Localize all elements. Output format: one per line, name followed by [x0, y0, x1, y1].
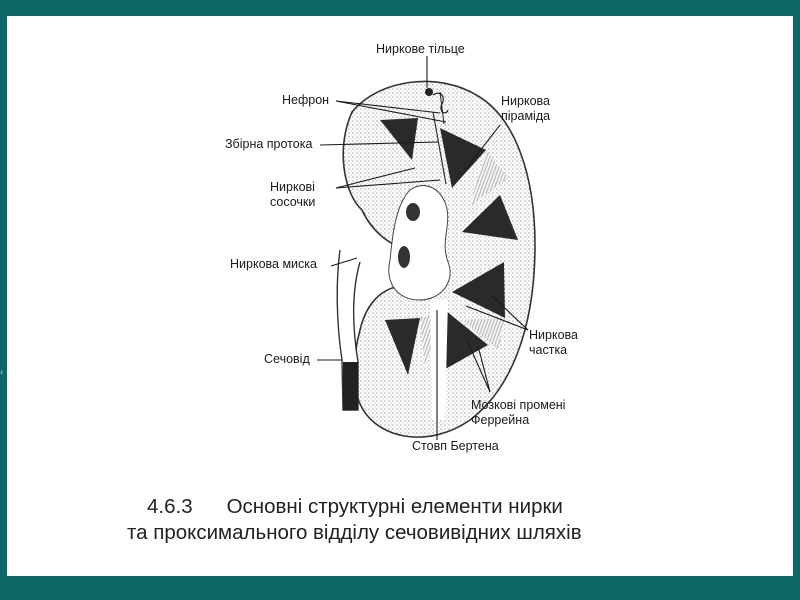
leader-lines: [317, 56, 529, 440]
caption-text-line1: Основні структурні елементи нирки: [226, 495, 563, 518]
renal-pyramids: [380, 118, 518, 375]
label-text: сосочки: [270, 195, 316, 209]
figure-number: 4.6.3: [147, 495, 193, 518]
kidney-diagram: [317, 56, 536, 440]
label-renal-corpuscle: Ниркове тільце: [376, 42, 465, 57]
label-ureter: Сечовід: [264, 352, 310, 367]
column-of-bertin: [430, 300, 448, 420]
label-text: Нефрон: [282, 93, 330, 107]
renal-pelvis-area: [388, 185, 451, 301]
label-medullary-rays: Мозкові промені Феррейна: [471, 398, 565, 428]
label-renal-pyramid: Ниркова піраміда: [501, 94, 550, 124]
ureter: [336, 249, 361, 411]
slide: Ниркове тільце Нефрон Збірна протока Нир…: [7, 16, 793, 576]
label-text: Сечовід: [264, 352, 310, 366]
figure-caption-line1: 4.6.3 Основні структурні елементи нирки: [147, 495, 563, 519]
label-text: Ниркова миска: [230, 257, 317, 271]
collecting-duct: [432, 111, 447, 185]
label-text: Стовп Бертена: [412, 439, 499, 453]
label-renal-papillae: Ниркові сосочки: [270, 180, 315, 210]
caption-text-line2: та проксимального відділу сечовивідних ш…: [127, 521, 582, 544]
label-text: частка: [529, 343, 568, 357]
label-renal-pelvis: Ниркова миска: [230, 257, 317, 272]
label-column-of-bertin: Стовп Бертена: [412, 439, 499, 454]
label-nephron: Нефрон: [282, 93, 329, 108]
label-text: Ниркові: [270, 180, 315, 194]
label-text: Мозкові промені: [471, 398, 566, 412]
nephron-detail: [425, 88, 449, 125]
label-collecting-duct: Збірна протока: [225, 137, 312, 152]
label-text: Феррейна: [471, 413, 530, 427]
label-renal-lobe: Ниркова частка: [529, 328, 578, 358]
label-text: Збірна протока: [225, 137, 313, 151]
label-text: Ниркове тільце: [376, 42, 465, 56]
label-text: Ниркова: [529, 328, 578, 342]
label-text: піраміда: [501, 109, 551, 123]
slide-edge-mark: ‹: [0, 367, 4, 378]
figure-caption-line2: та проксимального відділу сечовивідних ш…: [127, 521, 582, 545]
label-text: Ниркова: [501, 94, 550, 108]
